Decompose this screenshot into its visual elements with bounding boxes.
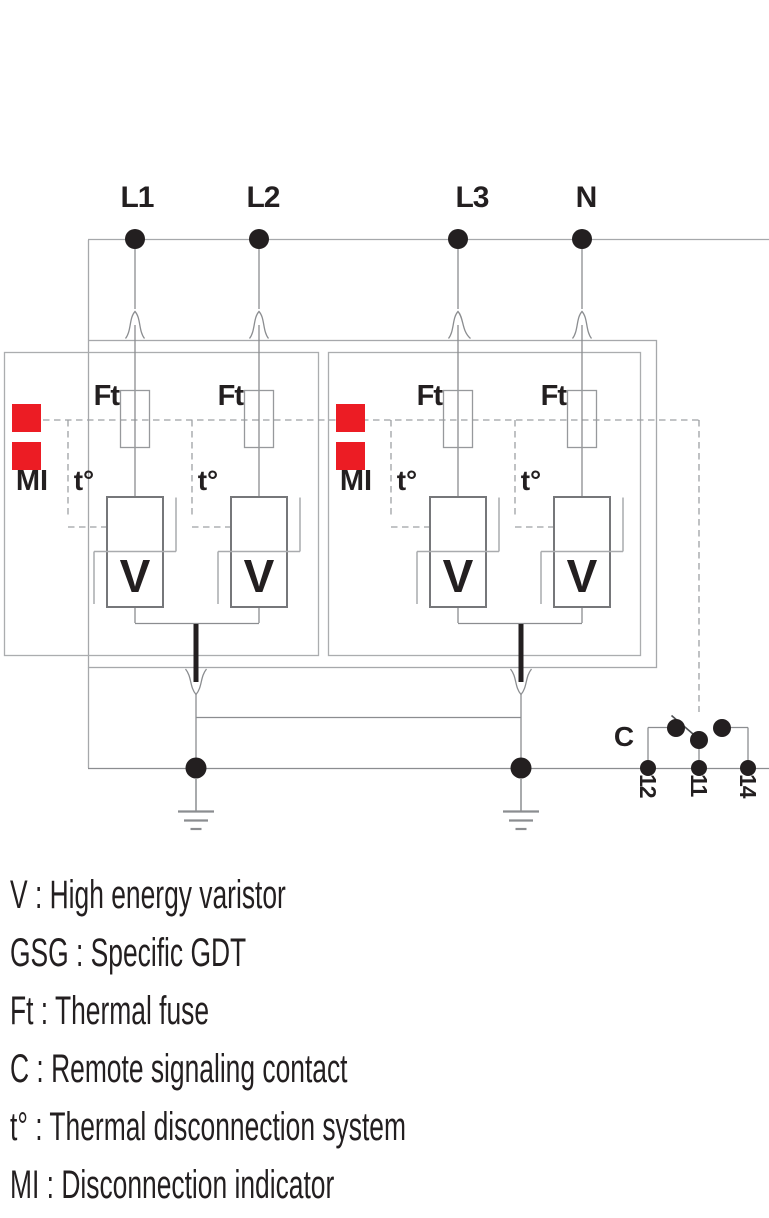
contact-label: C — [613, 721, 635, 752]
contact-terminal-14: 14 — [735, 774, 761, 798]
thermal-fuse-symbols — [119, 389, 598, 449]
terminal-label-l1: L1 — [120, 181, 154, 214]
connection-dots — [125, 229, 756, 779]
legend-gsg: GSG : Specific GDT — [10, 931, 247, 975]
varistor-label: V — [566, 550, 598, 602]
mi-indicator-label: MI — [339, 465, 373, 497]
base-outline — [87, 238, 769, 768]
conductor-lines — [124, 239, 593, 768]
mi-led-3 — [336, 404, 365, 432]
fuse-label: Ft — [540, 380, 567, 412]
terminal-label-n: N — [575, 181, 598, 214]
fuse-label: Ft — [217, 380, 244, 412]
thermal-label: t° — [197, 465, 219, 496]
legend-contact: C : Remote signaling contact — [10, 1047, 348, 1091]
legend-varistor: V : High energy varistor — [10, 873, 286, 917]
module-output-pins — [193, 624, 524, 682]
varistor-symbols — [106, 496, 611, 608]
module-1-box — [3, 351, 320, 657]
fuse-label: Ft — [93, 380, 120, 412]
contact-terminal-11: 11 — [686, 774, 712, 797]
contact-terminal-12: 12 — [635, 774, 661, 798]
terminal-label-l3: L3 — [455, 181, 489, 214]
thermal-label: t° — [73, 465, 95, 496]
mi-indicator-label: MI — [15, 465, 49, 497]
earth-symbols — [178, 779, 539, 831]
legend-thermal-fuse: Ft : Thermal fuse — [10, 989, 210, 1033]
mi-led-2 — [12, 442, 41, 470]
module-boxes — [3, 351, 642, 657]
varistor-label: V — [243, 550, 275, 602]
mi-led-4 — [336, 442, 365, 470]
terminal-label-l2: L2 — [246, 181, 280, 214]
disconnection-indicator-leds — [12, 404, 365, 470]
thermal-label: t° — [520, 465, 542, 496]
disconnector-frames — [93, 497, 624, 604]
varistor-label: V — [119, 550, 151, 602]
fuse-label: Ft — [416, 380, 443, 412]
module-2-box — [327, 351, 642, 657]
mi-led-1 — [12, 404, 41, 432]
legend-thermal-disconnection: t° : Thermal disconnection system — [10, 1105, 406, 1149]
thermal-linkage-dashed-lines — [43, 419, 700, 712]
thermal-label: t° — [396, 465, 418, 496]
varistor-label: V — [442, 550, 474, 602]
legend-disconnection-indicator: MI : Disconnection indicator — [10, 1163, 335, 1207]
